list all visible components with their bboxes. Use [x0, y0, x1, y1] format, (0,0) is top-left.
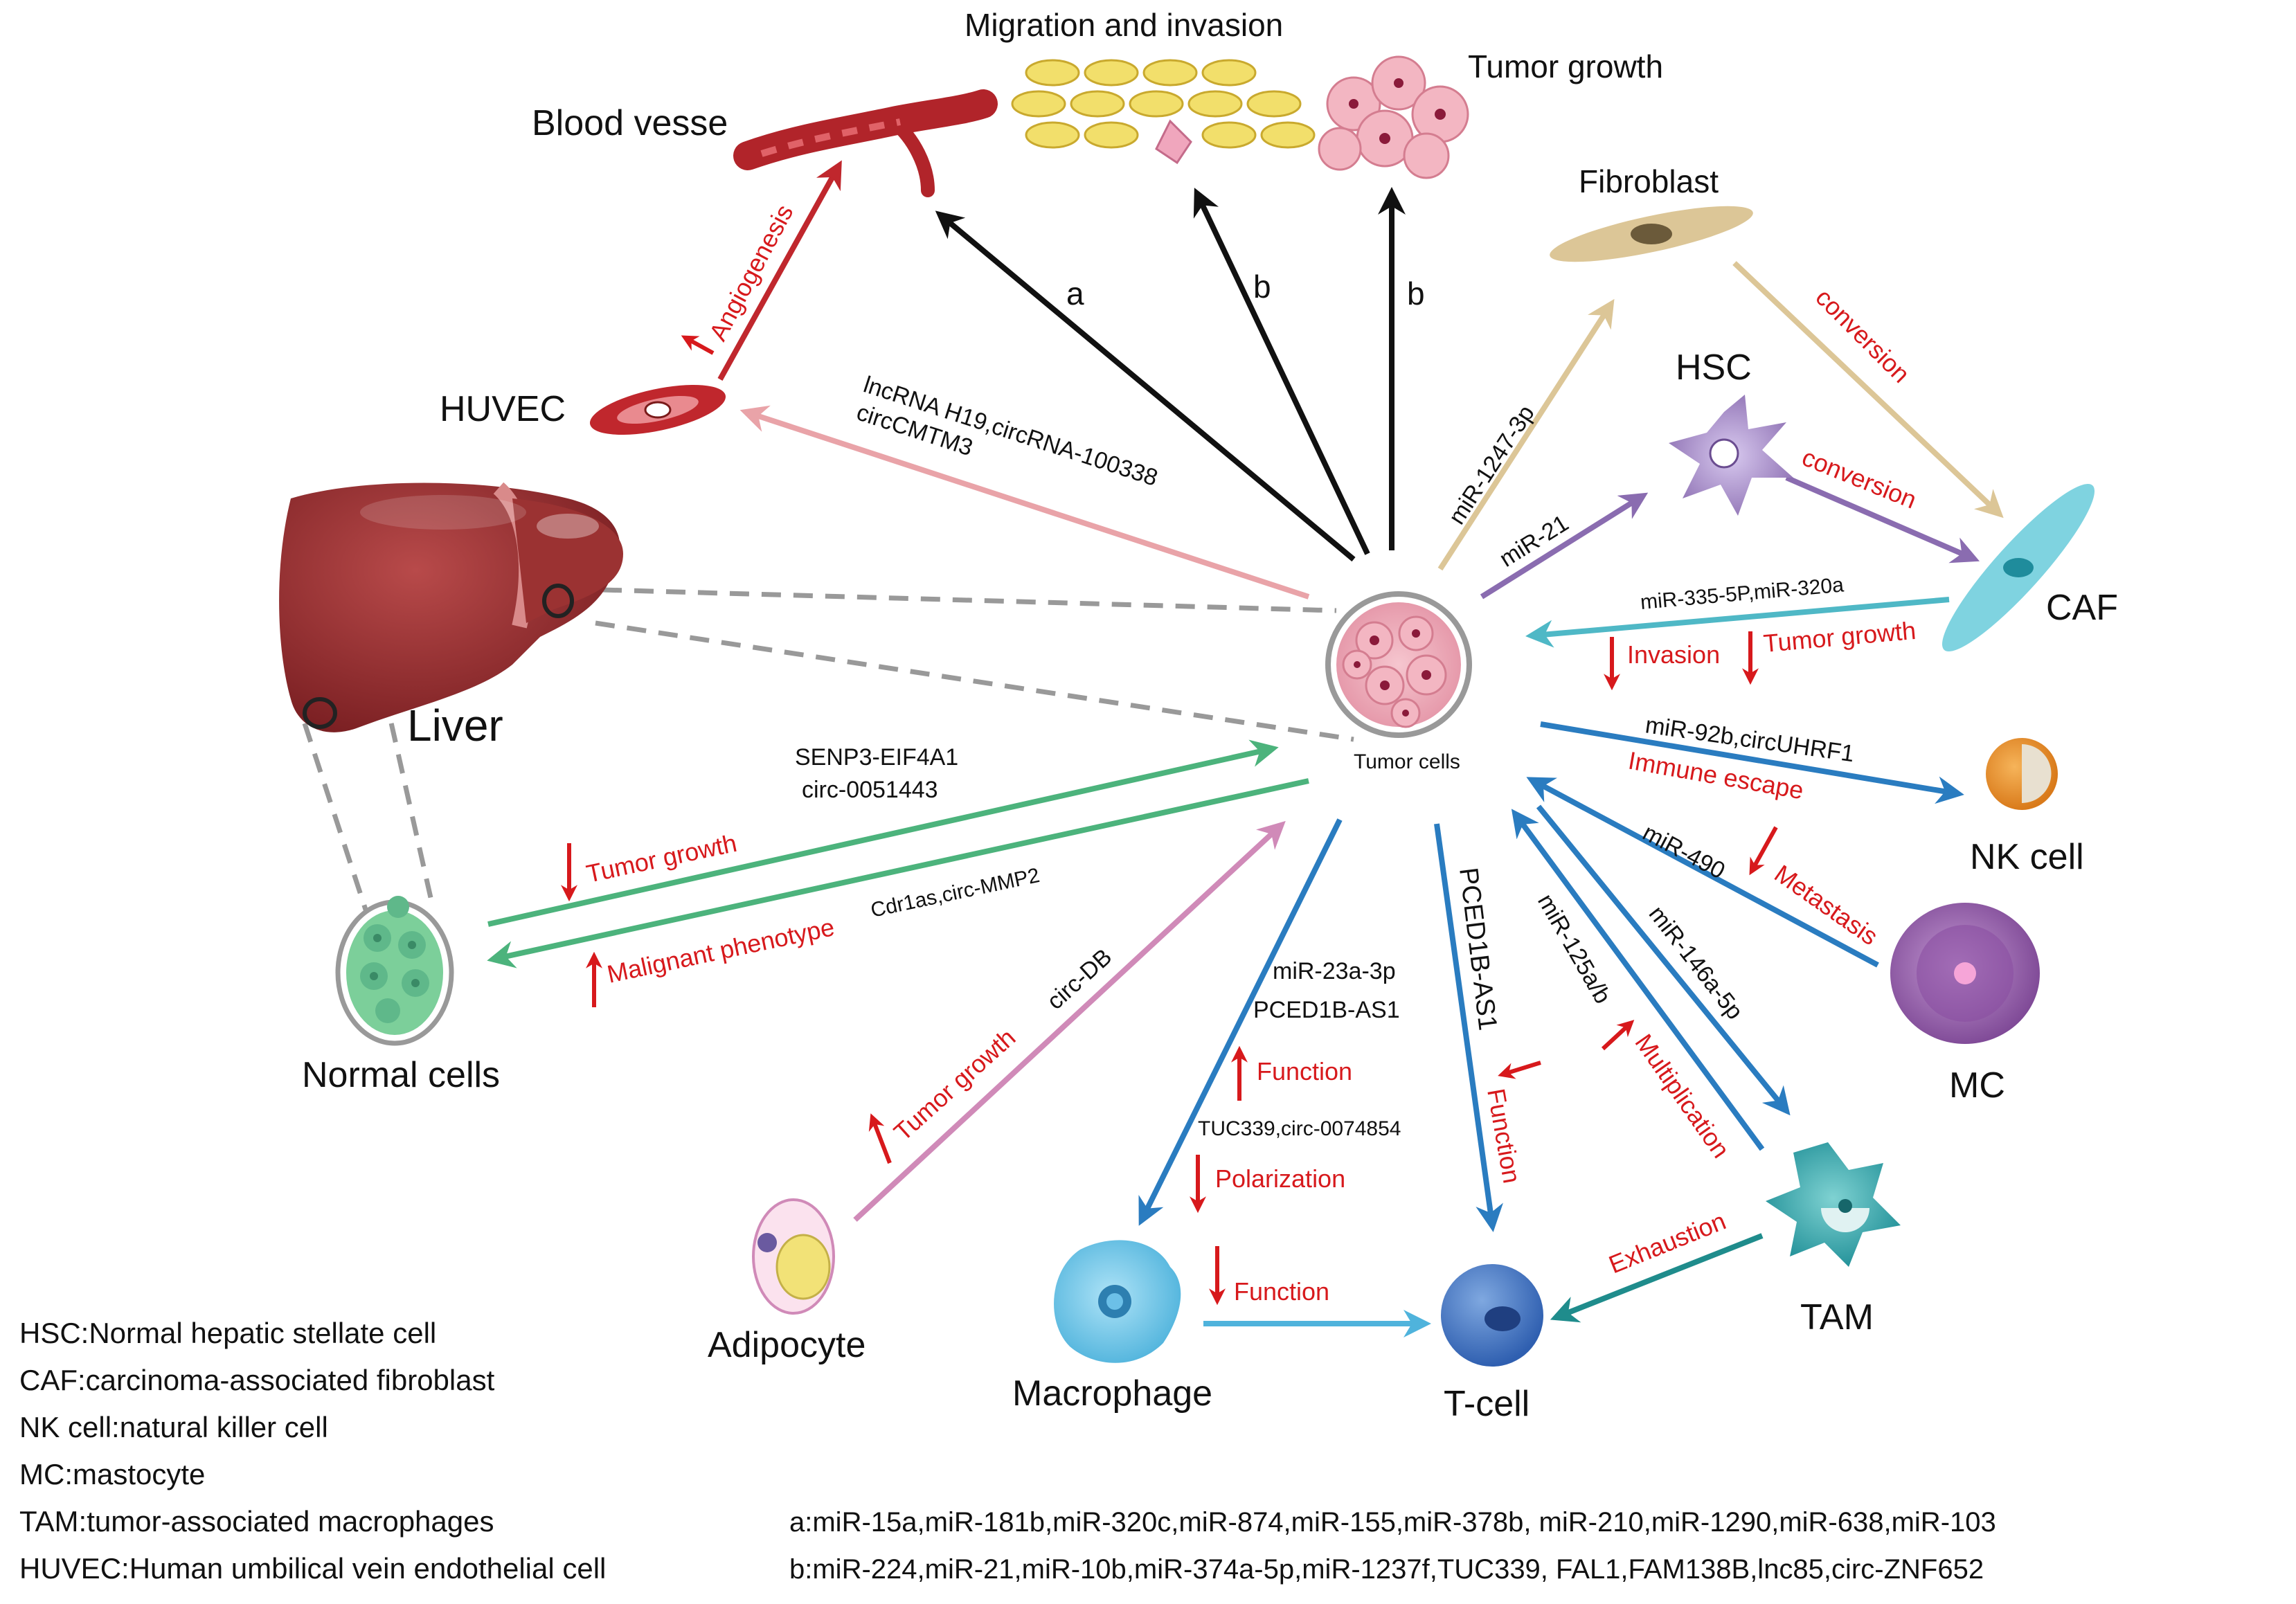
arrow-b2-label: b — [1407, 276, 1425, 312]
normal-cells-label: Normal cells — [302, 1055, 500, 1095]
normal-in-molecule-1: SENP3-EIF4A1 — [795, 744, 958, 771]
liver-normal-dashed-line-1 — [302, 722, 370, 915]
mc-cell — [1890, 903, 2040, 1044]
arrow-tumor-normal — [487, 778, 1309, 968]
legend-line-caf: CAF:carcinoma-associated fibroblast — [19, 1364, 495, 1396]
adipocyte-label: Adipocyte — [708, 1325, 866, 1365]
migration-label: Migration and invasion — [965, 7, 1283, 43]
fibroblast-label: Fibroblast — [1579, 163, 1719, 199]
class-b-list: b:miR-224,miR-21,miR-10b,miR-374a-5p,miR… — [789, 1554, 1984, 1585]
blood-vessel-label: Blood vesse — [532, 103, 728, 143]
normal-cells-cluster — [335, 896, 454, 1046]
macrophage-cell — [1054, 1240, 1181, 1363]
caf-tumor-growth-label: Tumor growth — [1762, 616, 1917, 658]
arrow-b-migration — [1193, 188, 1370, 555]
fibroblast-molecule: miR-1247-3p — [1444, 401, 1540, 530]
polarization-label: Polarization — [1215, 1164, 1345, 1193]
tumor-cells-cluster — [1325, 591, 1472, 738]
hsc-label: HSC — [1676, 348, 1752, 388]
arrow-tumor-fibroblast — [1437, 298, 1615, 571]
adipocyte-cell — [752, 1198, 835, 1315]
mac-function-up-label: Function — [1257, 1057, 1352, 1085]
normal-in-molecule-2: circ-0051443 — [802, 777, 938, 803]
tam-label: TAM — [1800, 1297, 1874, 1337]
tumor-growth-label: Tumor growth — [1468, 48, 1663, 84]
liver-organ — [279, 482, 623, 732]
malignant-label: Malignant phenotype — [604, 912, 836, 989]
arrow-fibroblast-caf — [1732, 261, 2004, 519]
fibroblast-conversion-label: conversion — [1810, 283, 1915, 388]
blood-vessel — [733, 89, 998, 197]
huvec-cell — [589, 385, 726, 435]
legend-line-nk: NK cell:natural killer cell — [19, 1411, 328, 1443]
metastasis-marker — [1749, 826, 1778, 876]
arrow-tam-tumor — [1511, 809, 1765, 1151]
hsc-cell — [1669, 395, 1793, 516]
legend-line-tam: TAM:tumor-associated macrophages — [19, 1505, 494, 1538]
mc-molecule: miR-490 — [1638, 820, 1729, 885]
nk-cell — [1986, 738, 2058, 810]
tcell-label: T-cell — [1444, 1384, 1530, 1424]
macrophage-label: Macrophage — [1012, 1373, 1212, 1414]
arrow-tumor-macrophage — [1138, 818, 1343, 1226]
arrow-hsc-caf — [1785, 475, 1980, 564]
arrow-huvec-blood-vessel — [717, 160, 842, 381]
tam-cell — [1766, 1142, 1901, 1267]
arrow-caf-tumor — [1525, 597, 1950, 648]
fibroblast-cell — [1550, 206, 1753, 262]
arrow-tumor-tam — [1536, 804, 1791, 1116]
liver-normal-dashed-line-2 — [382, 692, 436, 908]
adipocyte-molecule: circ-DB — [1042, 944, 1117, 1015]
macrophage-molecule-2: PCED1B-AS1 — [1253, 997, 1400, 1023]
macrophage-molecule-3: TUC339,circ-0074854 — [1198, 1117, 1401, 1140]
normal-tumor-growth-label: Tumor growth — [584, 829, 739, 888]
adipo-tumor-growth-marker — [868, 1113, 892, 1164]
arrow-adipocyte-tumor — [853, 820, 1286, 1222]
arrow-b1-label: b — [1253, 269, 1271, 305]
arrow-tumor-nk — [1540, 721, 1964, 804]
class-a-list: a:miR-15a,miR-181b,miR-320c,miR-874,miR-… — [789, 1507, 1996, 1538]
arrow-tumor-hsc — [1480, 492, 1649, 600]
caf-cell — [1941, 483, 2095, 652]
arrow-tumor-tcell — [1434, 823, 1503, 1232]
arrow-a-label: a — [1066, 276, 1084, 312]
legend-line-huvec: HUVEC:Human umbilical vein endothelial c… — [19, 1552, 606, 1585]
huvec-label: HUVEC — [440, 389, 566, 429]
hsc-conversion-label: conversion — [1798, 442, 1921, 514]
exhaustion-label: Exhaustion — [1605, 1207, 1730, 1279]
legend-line-hsc: HSC:Normal hepatic stellate cell — [19, 1317, 436, 1349]
liver-tumor-dashed-line-2 — [595, 620, 1354, 742]
tcell-function-label: Function — [1482, 1086, 1526, 1185]
macrophage-molecule-1: miR-23a-3p — [1273, 958, 1396, 984]
arrow-normal-tumor — [487, 739, 1279, 927]
liver-label: Liver — [407, 701, 503, 750]
migration-cells — [1011, 59, 1316, 165]
invasion-label: Invasion — [1627, 640, 1720, 669]
arrow-tam-tcell — [1550, 1233, 1764, 1323]
caf-label: CAF — [2046, 588, 2118, 628]
angiogenesis-marker — [681, 335, 715, 355]
mc-label: MC — [1949, 1065, 2005, 1106]
tumor-cells-label: Tumor cells — [1354, 750, 1460, 773]
nk-cell-label: NK cell — [1970, 837, 2084, 877]
arrow-mc-tumor — [1526, 777, 1879, 968]
t-cell — [1441, 1264, 1543, 1367]
arrow-tumor-huvec — [739, 405, 1310, 600]
caf-molecule: miR-335-5P,miR-320a — [1640, 573, 1845, 614]
multiplication-marker — [1601, 1020, 1635, 1051]
tumor-growth-cluster — [1318, 55, 1469, 179]
tcell-function-marker — [1498, 1061, 1541, 1079]
tam-in-molecule: miR-125a/b — [1532, 890, 1616, 1008]
arrow-a-blood-vessel — [935, 210, 1356, 562]
liver-tumor-dashed-line-1 — [602, 587, 1337, 613]
legend-line-mc: MC:mastocyte — [19, 1458, 205, 1490]
mac-function-down-label: Function — [1234, 1277, 1329, 1306]
